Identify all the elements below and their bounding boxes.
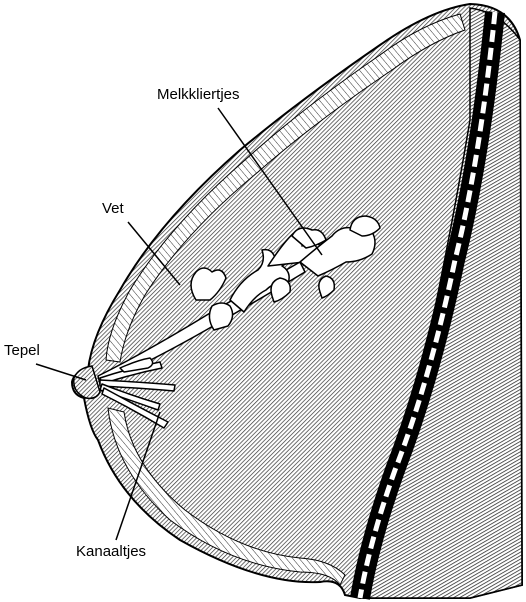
label-kanaaltjes: Kanaaltjes bbox=[76, 544, 146, 559]
label-vet: Vet bbox=[102, 201, 124, 216]
label-melkkliertjes: Melkkliertjes bbox=[157, 87, 240, 102]
label-tepel: Tepel bbox=[4, 343, 40, 358]
